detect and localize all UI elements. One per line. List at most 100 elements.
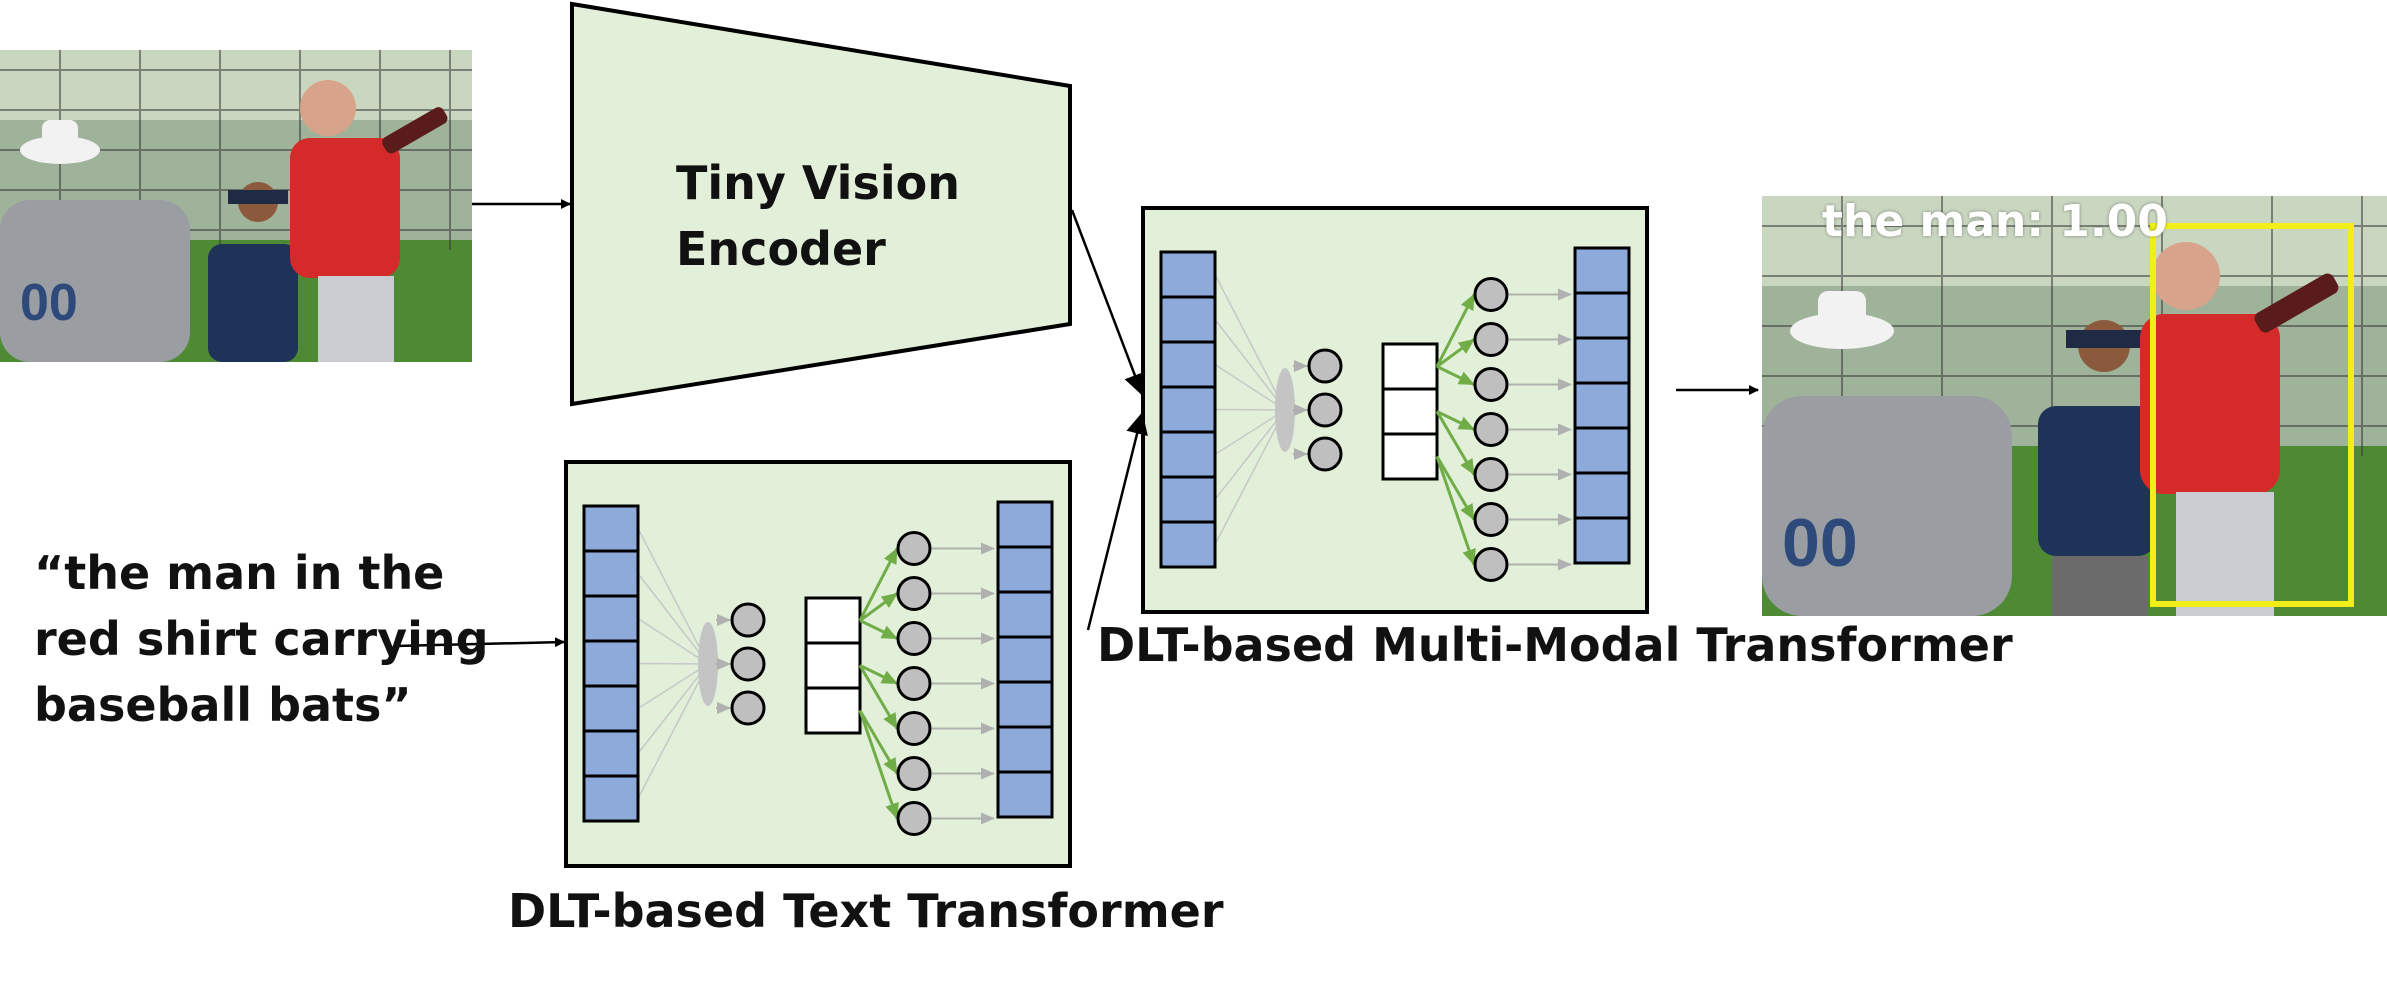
output-photo: 00 xyxy=(1762,196,2387,616)
token-cell-icon xyxy=(1573,381,1631,430)
neural-node-icon xyxy=(896,711,932,746)
token-cell-icon xyxy=(1159,295,1217,344)
token-cell-icon xyxy=(582,594,640,643)
text-query-line3: baseball bats” xyxy=(34,678,412,732)
neural-node-icon xyxy=(1473,502,1509,537)
fan-line xyxy=(1214,409,1286,456)
fan-line xyxy=(1214,409,1286,500)
token-cell-icon xyxy=(996,725,1054,774)
neural-node-icon xyxy=(896,621,932,656)
arrow-icon xyxy=(859,619,898,640)
neural-node-icon xyxy=(896,576,932,611)
neural-node-icon xyxy=(1473,547,1509,582)
token-cell-icon xyxy=(1381,342,1439,391)
token-cell-icon xyxy=(996,680,1054,729)
svg-text:00: 00 xyxy=(1782,505,1858,581)
fan-line xyxy=(637,573,709,665)
neural-node-icon xyxy=(1473,277,1509,312)
arrow-icon xyxy=(1435,293,1476,368)
token-cell-icon xyxy=(1381,432,1439,481)
text-transformer-title: DLT-based Text Transformer xyxy=(508,884,1224,938)
fan-line xyxy=(1214,363,1286,411)
token-cell-icon xyxy=(1159,520,1217,569)
fan-line xyxy=(1214,409,1286,545)
funnel-shape xyxy=(1275,368,1295,452)
neural-node-icon xyxy=(896,801,932,836)
neural-node-icon xyxy=(1473,457,1509,492)
fan-line xyxy=(637,528,709,665)
neural-node-icon xyxy=(1307,436,1343,472)
arrow-icon xyxy=(858,709,899,775)
token-cell-icon xyxy=(1159,250,1217,299)
neural-node-icon xyxy=(1307,392,1343,428)
fan-line xyxy=(637,663,709,710)
neural-node-icon xyxy=(1473,412,1509,447)
text-query-line1: “the man in the xyxy=(34,546,445,600)
arrow-icon xyxy=(1435,455,1476,521)
arrow-icon xyxy=(858,710,899,820)
token-cell-icon xyxy=(996,590,1054,639)
token-cell-icon xyxy=(804,596,862,645)
text-query: “the man in the red shirt carrying baseb… xyxy=(34,540,489,738)
neural-node-icon xyxy=(730,646,766,682)
input-photo: 00 xyxy=(0,50,472,362)
token-cell-icon xyxy=(582,729,640,778)
token-cell-icon xyxy=(996,500,1054,549)
arrow-icon xyxy=(1436,365,1475,386)
token-cell-icon xyxy=(1573,336,1631,385)
arrow-icon xyxy=(1435,410,1476,476)
fan-line xyxy=(1214,319,1286,411)
neural-node-icon xyxy=(1473,322,1509,357)
neural-node-icon xyxy=(730,690,766,726)
token-cell-icon xyxy=(804,686,862,735)
encoder-to-multimodal-arrow xyxy=(1070,209,1146,396)
token-cell-icon xyxy=(1381,387,1439,436)
neural-node-icon xyxy=(1473,367,1509,402)
token-cell-icon xyxy=(996,545,1054,594)
text-transformer-network xyxy=(582,500,1054,836)
fan-line xyxy=(1214,408,1286,411)
token-cell-icon xyxy=(804,641,862,690)
token-cell-icon xyxy=(1573,291,1631,340)
arrow-icon xyxy=(859,664,898,685)
token-cell-icon xyxy=(582,504,640,553)
vision-encoder-label-line1: Tiny Vision xyxy=(676,156,960,210)
neural-node-icon xyxy=(896,756,932,791)
neural-node-icon xyxy=(896,666,932,701)
fan-line xyxy=(1214,274,1286,411)
query-to-text-transformer-arrow xyxy=(394,637,565,648)
multimodal-transformer-network xyxy=(1159,246,1631,582)
arrow-icon xyxy=(1436,410,1475,431)
arrow-icon xyxy=(858,664,899,730)
fan-line xyxy=(637,663,709,754)
token-cell-icon xyxy=(996,635,1054,684)
funnel-shape xyxy=(698,622,718,706)
neural-node-icon xyxy=(1307,348,1343,384)
token-cell-icon xyxy=(1573,471,1631,520)
vision-encoder-label-line2: Encoder xyxy=(676,222,886,276)
token-cell-icon xyxy=(996,770,1054,819)
fan-line xyxy=(637,617,709,665)
arrow-icon xyxy=(1436,338,1475,368)
fan-line xyxy=(637,662,709,665)
token-cell-icon xyxy=(1573,426,1631,475)
arrow-icon xyxy=(1435,456,1476,566)
multimodal-transformer-title: DLT-based Multi-Modal Transformer xyxy=(1097,618,2013,672)
neural-node-icon xyxy=(730,602,766,638)
token-cell-icon xyxy=(1159,385,1217,434)
vision-encoder-label: Tiny Vision Encoder xyxy=(676,150,960,282)
svg-text:00: 00 xyxy=(20,274,78,332)
arrow-icon xyxy=(858,547,899,622)
token-cell-icon xyxy=(1159,430,1217,479)
text-to-multimodal-arrow xyxy=(1086,412,1148,631)
token-cell-icon xyxy=(1573,516,1631,565)
token-cell-icon xyxy=(582,639,640,688)
token-cell-icon xyxy=(1159,475,1217,524)
token-cell-icon xyxy=(1573,246,1631,295)
arrow-icon xyxy=(859,592,898,622)
detection-label: the man: 1.00 xyxy=(1822,196,2168,247)
token-cell-icon xyxy=(582,774,640,823)
fan-line xyxy=(637,663,709,799)
